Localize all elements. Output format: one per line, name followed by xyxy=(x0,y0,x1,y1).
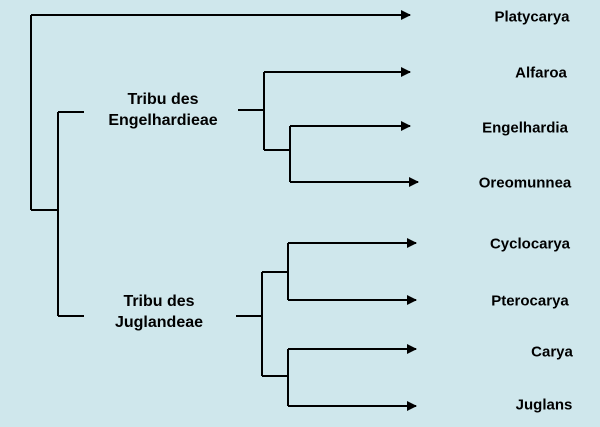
tribe-label-engelhardieae: Tribu des Engelhardieae xyxy=(108,89,217,131)
tribe-label-line: Tribu des xyxy=(127,91,199,108)
taxon-label-pterocarya: Pterocarya xyxy=(491,292,569,310)
taxon-label-oreomunnea: Oreomunnea xyxy=(478,174,572,192)
tribe-label-juglandeae: Tribu des Juglandeae xyxy=(115,291,203,333)
tribe-label-line: Engelhardieae xyxy=(108,112,218,129)
taxon-label-platycarya: Platycarya xyxy=(494,8,570,26)
tribe-label-line: Tribu des xyxy=(123,293,195,310)
tribe-label-line: Juglandeae xyxy=(114,314,204,331)
taxon-label-alfaroa: Alfaroa xyxy=(515,64,567,82)
taxon-label-engelhardia: Engelhardia xyxy=(482,119,568,137)
taxon-label-carya: Carya xyxy=(531,343,573,361)
taxon-label-cyclocarya: Cyclocarya xyxy=(489,235,571,253)
taxon-label-juglans: Juglans xyxy=(515,396,573,414)
